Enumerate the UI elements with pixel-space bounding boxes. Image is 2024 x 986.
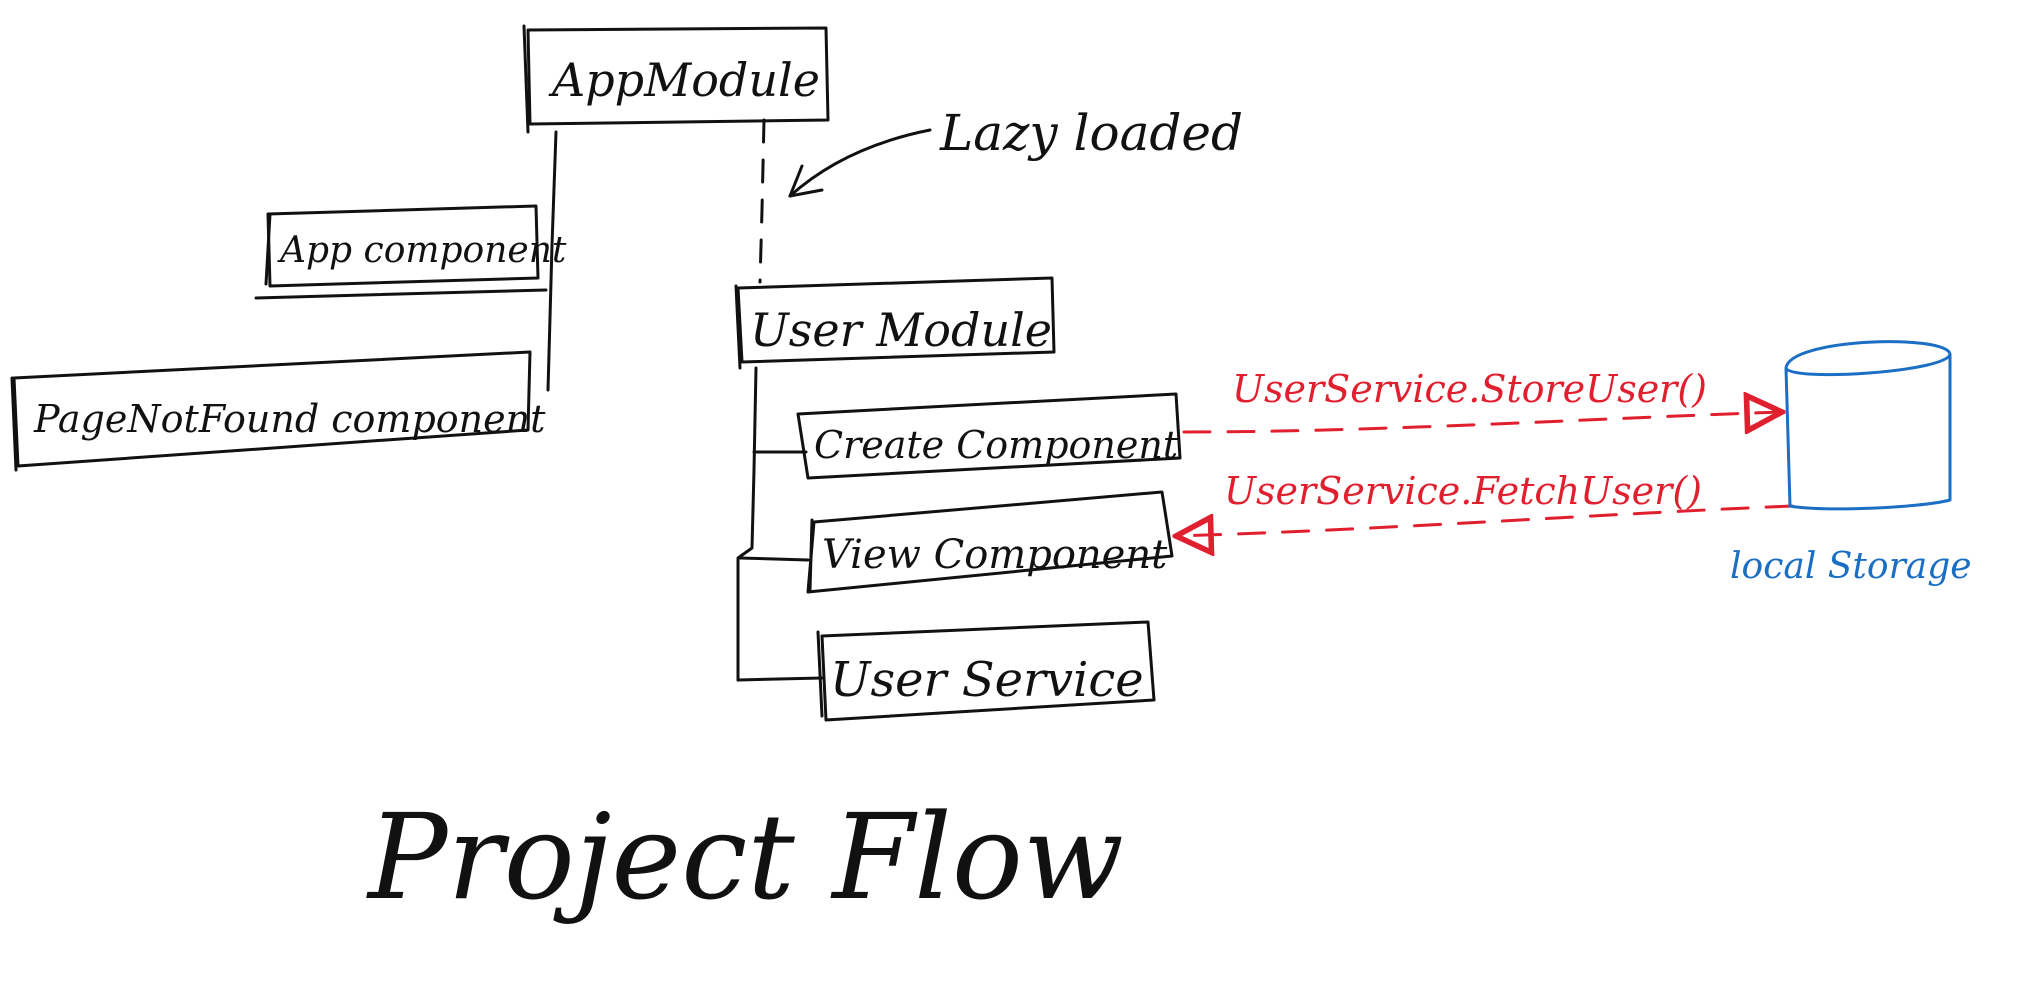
view-component-node: View Component	[806, 490, 1174, 594]
page-not-found-label: PageNotFound component	[33, 397, 546, 441]
user-service-node: User Service	[816, 620, 1156, 722]
store-user-label: UserService.StoreUser()	[1232, 367, 1707, 411]
app-module-label: AppModule	[548, 53, 820, 107]
user-service-label: User Service	[830, 652, 1144, 708]
fetch-user-arrow	[1176, 504, 1794, 536]
store-user-arrow	[1182, 412, 1782, 432]
local-storage-node: local Storage	[1730, 340, 1972, 587]
page-not-found-node: PageNotFound component	[10, 350, 546, 472]
local-storage-label: local Storage	[1730, 546, 1972, 587]
lazy-load-connector	[758, 118, 766, 284]
user-module-tree	[736, 366, 824, 682]
store-user-flow: UserService.StoreUser()	[1182, 367, 1782, 432]
create-component-label: Create Component	[814, 423, 1179, 467]
app-component-node: App component	[254, 204, 567, 300]
user-module-node: User Module	[734, 276, 1056, 370]
lazy-loaded-annotation: Lazy loaded	[788, 104, 1243, 198]
app-component-label: App component	[277, 230, 567, 271]
create-component-node: Create Component	[796, 392, 1182, 480]
diagram-title: Project Flow	[366, 788, 1124, 926]
user-module-label: User Module	[750, 303, 1052, 357]
view-component-label: View Component	[822, 532, 1168, 578]
app-module-connector	[546, 130, 558, 392]
fetch-user-label: UserService.FetchUser()	[1224, 469, 1702, 513]
database-icon	[1784, 340, 1952, 511]
lazy-loaded-label: Lazy loaded	[939, 104, 1243, 162]
app-module-node: AppModule	[522, 24, 830, 134]
fetch-user-flow: UserService.FetchUser()	[1176, 469, 1794, 536]
